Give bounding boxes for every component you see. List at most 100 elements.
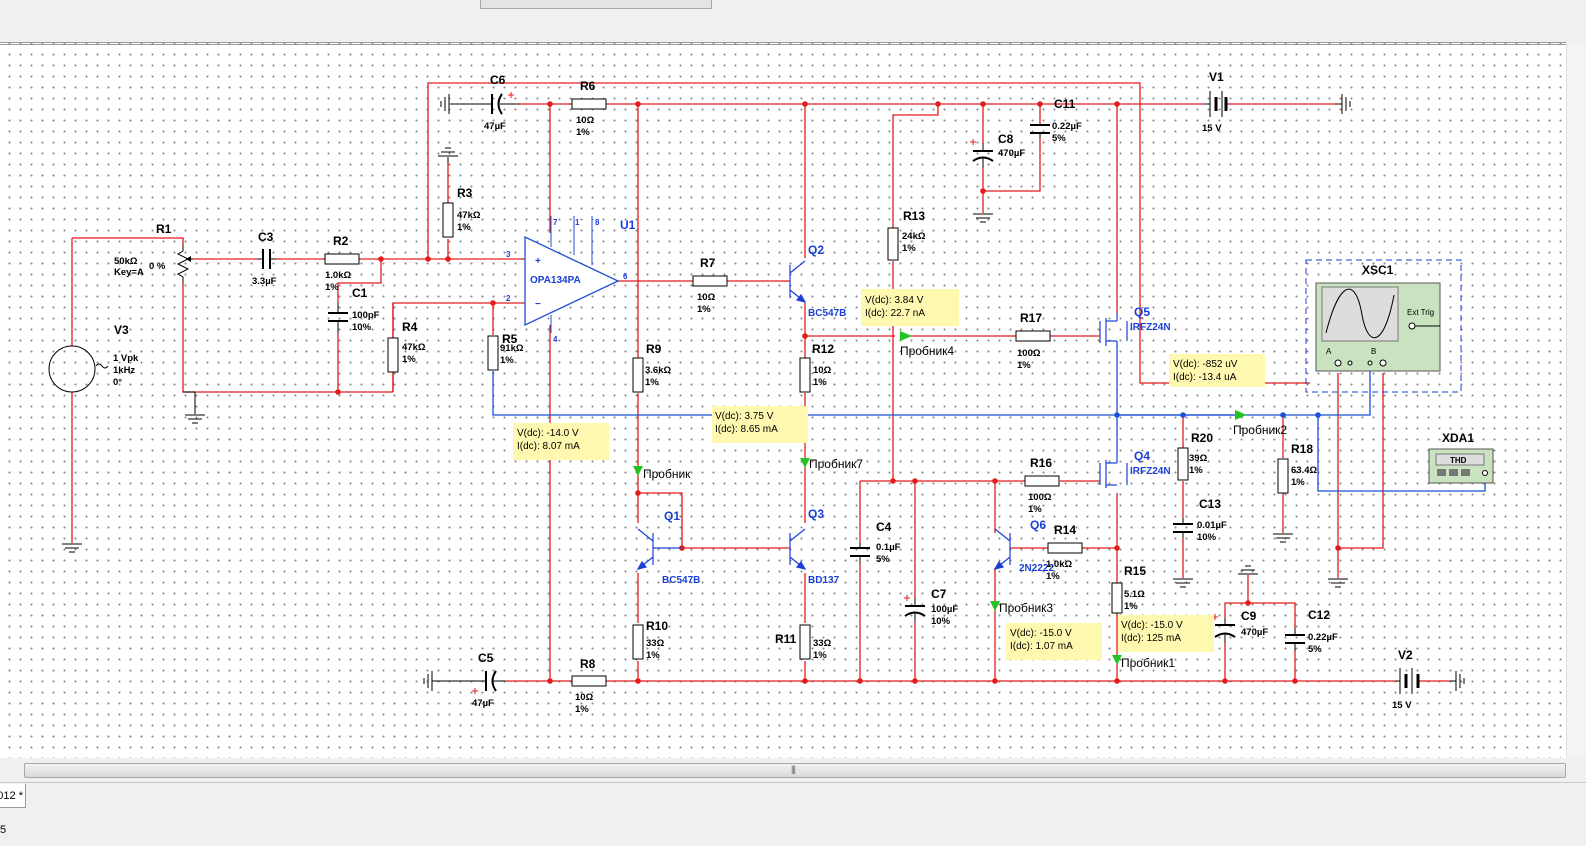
u1-part: OPA134PA	[530, 275, 581, 286]
r12-name: R12	[812, 342, 834, 356]
v3-phase: 0°	[113, 377, 122, 388]
r17-value: 100Ω	[1017, 348, 1041, 359]
meter-3-current: I(dc): 8.07 mA	[517, 441, 580, 452]
u1-plus: +	[535, 256, 541, 267]
q3-name: Q3	[808, 507, 824, 521]
q5-part: IRFZ24N	[1130, 322, 1171, 333]
bjt-symbols	[636, 260, 1128, 570]
c8-value: 470µF	[998, 148, 1025, 159]
meter-1-voltage: V(dc): -852 uV	[1173, 359, 1238, 370]
u1-pin6: 6	[623, 272, 628, 281]
c13-body	[1173, 518, 1193, 538]
xda1-name: XDA1	[1442, 431, 1474, 445]
r8-tol: 1%	[575, 704, 589, 715]
meter-box-5	[1118, 615, 1214, 652]
r18-body	[1277, 458, 1289, 494]
v3-name: V3	[114, 323, 129, 337]
r13-name: R13	[903, 209, 925, 223]
r9-name: R9	[646, 342, 662, 356]
r18-value: 63.4Ω	[1291, 465, 1317, 476]
r20-value: 39Ω	[1189, 453, 1208, 464]
c5-value: 47µF	[472, 698, 494, 709]
r16-body	[1024, 475, 1060, 487]
c9-body	[1214, 618, 1236, 643]
vertical-scrollbar[interactable]	[1566, 42, 1586, 758]
c12-body	[1285, 628, 1305, 651]
q2-part: BC547B	[808, 308, 846, 319]
c5-name: C5	[478, 651, 494, 665]
q1-part: BC547B	[662, 575, 700, 586]
toolbar	[0, 0, 1586, 40]
q6-part: 2N2222	[1019, 563, 1054, 574]
r12-body	[799, 357, 811, 393]
meter-5-current: I(dc): 125 mA	[1121, 633, 1181, 644]
probe7-arrow	[800, 458, 810, 468]
r7-name: R7	[700, 256, 716, 270]
q5-name: Q5	[1134, 305, 1150, 319]
q2-name: Q2	[808, 243, 824, 257]
q5-mosfet	[1099, 313, 1128, 346]
c12-value: 0.22µF	[1308, 632, 1338, 643]
simulation-toolbar-group[interactable]	[480, 0, 712, 9]
r6-value: 10Ω	[576, 115, 595, 126]
c4-value: 0.1µF	[876, 542, 901, 553]
r5-tol: 1%	[500, 355, 514, 366]
u1-pin8: 8	[595, 218, 600, 227]
grip-icon: |||	[791, 764, 796, 774]
scroll-thumb[interactable]: |||	[24, 763, 1566, 778]
r10-body	[632, 624, 644, 660]
r17-tol: 1%	[1017, 360, 1031, 371]
c4-tol: 5%	[876, 554, 890, 565]
c11-body	[1030, 123, 1050, 138]
horizontal-scrollbar[interactable]: |||	[0, 758, 1586, 782]
xsc1-a: A	[1326, 347, 1332, 356]
c11-value: 0.22µF	[1052, 121, 1082, 132]
probe2-arrow	[1235, 410, 1247, 420]
c13-tol: 10%	[1197, 532, 1217, 543]
v3-freq: 1kHz	[113, 365, 135, 376]
c1-tol: 10%	[352, 322, 372, 333]
meter-box-4	[1006, 623, 1102, 660]
meter-4-current: I(dc): 1.07 mA	[1010, 641, 1073, 652]
u1-pin7: 7	[553, 218, 558, 227]
q6-symbol	[993, 528, 1011, 570]
c3-body	[258, 249, 276, 269]
r3-body	[442, 202, 454, 238]
r18-tol: 1%	[1291, 477, 1305, 488]
ground-symbols	[62, 94, 1465, 691]
r3-name: R3	[457, 186, 473, 200]
ground-c5	[423, 671, 475, 691]
document-tab[interactable]: 012 *	[0, 784, 26, 808]
v3-amp: 1 Vpk	[113, 353, 139, 364]
junctions	[335, 101, 1341, 684]
schematic-canvas[interactable]: R1 50kΩ Key=A 0 % C3 3.3µF R2 1.0kΩ 1% C…	[0, 42, 1566, 761]
ground-c13	[1173, 578, 1193, 588]
r14-tol: 1%	[1046, 571, 1060, 582]
c13-value: 0.01µF	[1197, 520, 1227, 531]
c11-tol: 5%	[1052, 133, 1066, 144]
v1-value: 15 V	[1202, 123, 1222, 134]
r2-tol: 1%	[325, 282, 339, 293]
r1-name: R1	[156, 222, 172, 236]
probe-markers	[633, 331, 1247, 665]
r4-tol: 1%	[402, 354, 416, 365]
u1-name: U1	[620, 218, 636, 232]
resistor-bodies	[176, 98, 1289, 687]
probe1-label: Пробник1	[1121, 656, 1175, 670]
c7-tol: 10%	[931, 616, 951, 627]
labels: R1 50kΩ Key=A 0 % C3 3.3µF R2 1.0kΩ 1% C…	[113, 70, 1474, 715]
r4-body	[387, 337, 399, 373]
c9-value: 470µF	[1241, 627, 1268, 638]
c3-name: C3	[258, 230, 274, 244]
meter-3-voltage: V(dc): -14.0 V	[517, 428, 579, 439]
ground-r3	[438, 147, 458, 163]
r20-name: R20	[1191, 431, 1213, 445]
probe4-label: Пробник4	[900, 344, 954, 358]
q4-part: IRFZ24N	[1130, 466, 1171, 477]
r17-name: R17	[1020, 311, 1042, 325]
r17-body	[1015, 330, 1051, 342]
r9-body	[632, 357, 644, 393]
capacitor-bodies	[258, 92, 1305, 694]
ground-xsc1	[1328, 578, 1348, 588]
probe-label: Пробник	[643, 467, 691, 481]
